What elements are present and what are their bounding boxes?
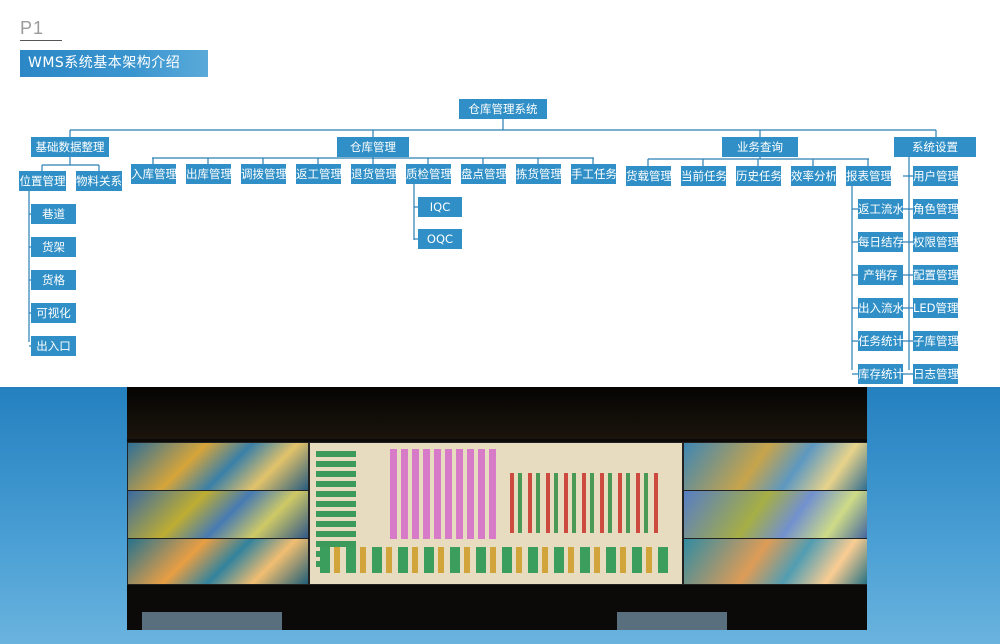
query-child-node: 历史任务 (736, 166, 781, 186)
level1-node: 系统设置 (894, 137, 976, 157)
operator-console (617, 612, 727, 630)
location-item-node: 出入口 (31, 336, 76, 356)
photo-ceiling (127, 387, 867, 439)
video-screen (683, 538, 867, 585)
location-item-node: 可视化 (31, 303, 76, 323)
warehouse-child-node: 退货管理 (351, 164, 396, 184)
report-item-node: 出入流水 (858, 298, 903, 318)
warehouse-child-node: 返工管理 (296, 164, 341, 184)
warehouse-child-node: 盘点管理 (461, 164, 506, 184)
warehouse-child-node: 手工任务 (571, 164, 616, 184)
control-room-photo (127, 387, 867, 630)
location-item-node: 货格 (31, 270, 76, 290)
level1-node: 业务查询 (722, 137, 798, 157)
report-item-node: 每日结存 (858, 232, 903, 252)
settings-item-node: 权限管理 (913, 232, 958, 252)
qc-item-node: IQC (418, 197, 462, 217)
warehouse-child-node: 拣货管理 (516, 164, 561, 184)
settings-item-node: 日志管理 (913, 364, 958, 384)
settings-item-node: 用户管理 (913, 166, 958, 186)
level1-node: 基础数据整理 (31, 137, 109, 157)
query-child-node: 报表管理 (846, 166, 891, 186)
location-item-node: 巷道 (31, 204, 76, 224)
basic-child-node: 位置管理 (19, 171, 66, 191)
settings-item-node: 子库管理 (913, 331, 958, 351)
video-screen (127, 538, 309, 585)
rack-grid (390, 449, 500, 539)
report-item-node: 任务统计 (858, 331, 903, 351)
query-child-node: 效率分析 (791, 166, 836, 186)
architecture-tree (28, 119, 937, 375)
operator-console (142, 612, 282, 630)
wms-monitor-screen (309, 442, 683, 585)
video-screen (127, 490, 309, 539)
root-node: 仓库管理系统 (459, 99, 547, 119)
video-screen (683, 442, 867, 491)
query-child-node: 当前任务 (681, 166, 726, 186)
qc-item-node: OQC (418, 229, 462, 249)
video-screen (683, 490, 867, 539)
conveyor-line (320, 547, 670, 573)
report-item-node: 产销存 (858, 265, 903, 285)
settings-item-node: LED管理 (913, 298, 958, 318)
settings-item-node: 角色管理 (913, 199, 958, 219)
video-screen (127, 442, 309, 491)
warehouse-child-node: 入库管理 (131, 164, 176, 184)
page-number: P1 (20, 18, 62, 41)
level1-node: 仓库管理 (337, 137, 409, 157)
warehouse-child-node: 调拨管理 (241, 164, 286, 184)
query-child-node: 货载管理 (626, 166, 671, 186)
rack-grid (510, 473, 660, 533)
page-title: WMS系统基本架构介绍 (20, 50, 208, 77)
settings-item-node: 配置管理 (913, 265, 958, 285)
warehouse-child-node: 质检管理 (406, 164, 451, 184)
report-item-node: 库存统计 (858, 364, 903, 384)
report-item-node: 返工流水 (858, 199, 903, 219)
location-item-node: 货架 (31, 237, 76, 257)
basic-child-node: 物料关系 (76, 171, 122, 191)
warehouse-child-node: 出库管理 (186, 164, 231, 184)
